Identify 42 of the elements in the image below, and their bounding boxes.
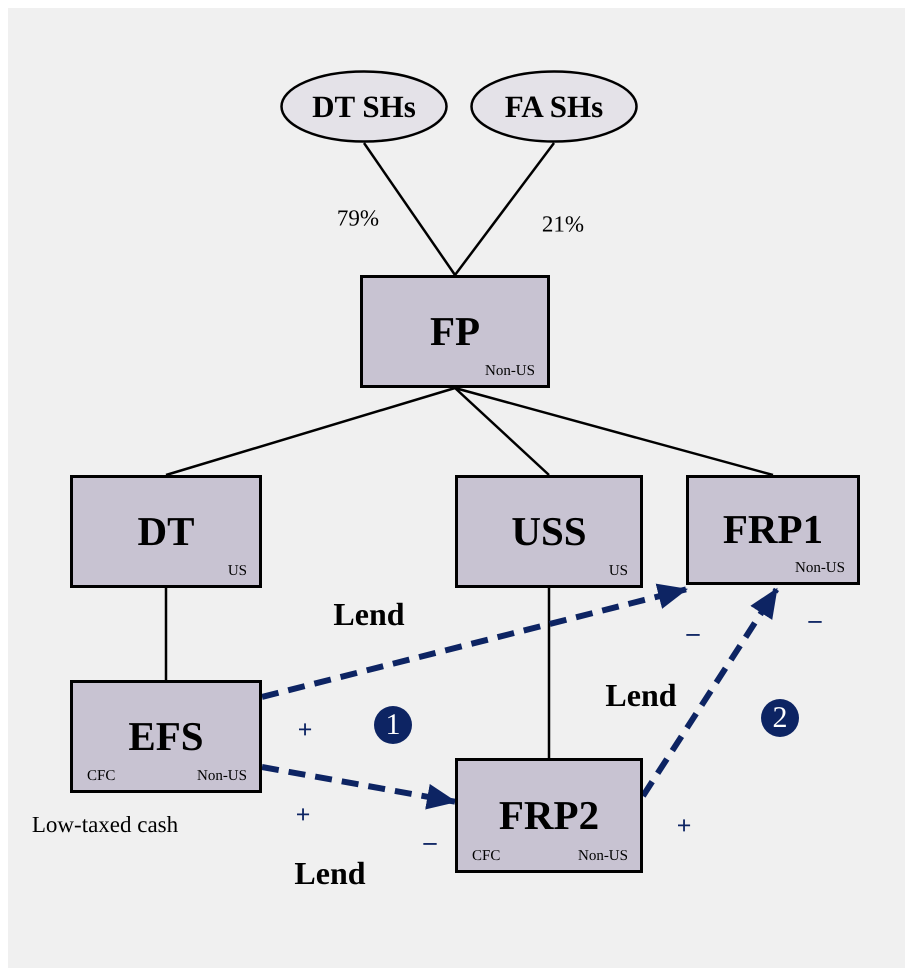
jurisdiction-tag: Non-US	[578, 849, 628, 864]
connector-line	[548, 588, 550, 758]
callout-number: 2	[761, 699, 799, 737]
entity-name: FP	[430, 310, 480, 352]
shareholder-ellipse	[280, 70, 448, 143]
connector-line	[454, 386, 774, 476]
connector-line	[164, 588, 168, 680]
minus-sign: –	[686, 620, 700, 646]
node-title: FA SHs	[504, 91, 604, 122]
connector-line	[454, 142, 555, 276]
plus-sign: +	[296, 802, 310, 828]
jurisdiction-tag: Non-US	[196, 769, 247, 784]
entity-name: USS	[511, 510, 587, 552]
shareholder-ellipse	[470, 70, 638, 143]
arrow	[261, 584, 688, 700]
entity-box	[455, 758, 643, 873]
minus-sign: –	[808, 607, 822, 633]
node-caption: Low-taxed cash	[30, 811, 180, 839]
entity-box	[686, 475, 860, 585]
connector-line	[362, 142, 456, 276]
entity-name: FRP2	[498, 794, 600, 836]
connector-line	[166, 386, 456, 476]
jurisdiction-tag: US	[608, 564, 628, 579]
plus-sign: +	[298, 717, 312, 743]
jurisdiction-tag: US	[228, 564, 247, 579]
entity-name: DT	[138, 510, 194, 552]
entity-name: EFS	[128, 716, 204, 756]
entity-name: FRP1	[722, 509, 824, 550]
entity-box	[360, 275, 550, 388]
jurisdiction-tag: Non-US	[484, 364, 535, 379]
status-tag: CFC	[87, 769, 116, 784]
status-tag: CFC	[472, 849, 500, 864]
jurisdiction-tag: Non-US	[794, 561, 845, 576]
callout-number: 1	[374, 706, 412, 744]
entity-box	[70, 680, 262, 793]
entity-box	[455, 475, 643, 588]
connector-line	[454, 387, 550, 476]
minus-sign: –	[424, 829, 436, 855]
arrow	[261, 764, 457, 810]
entity-box	[70, 475, 262, 588]
plus-sign: +	[676, 813, 692, 839]
node-title: DT SHs	[312, 91, 416, 122]
